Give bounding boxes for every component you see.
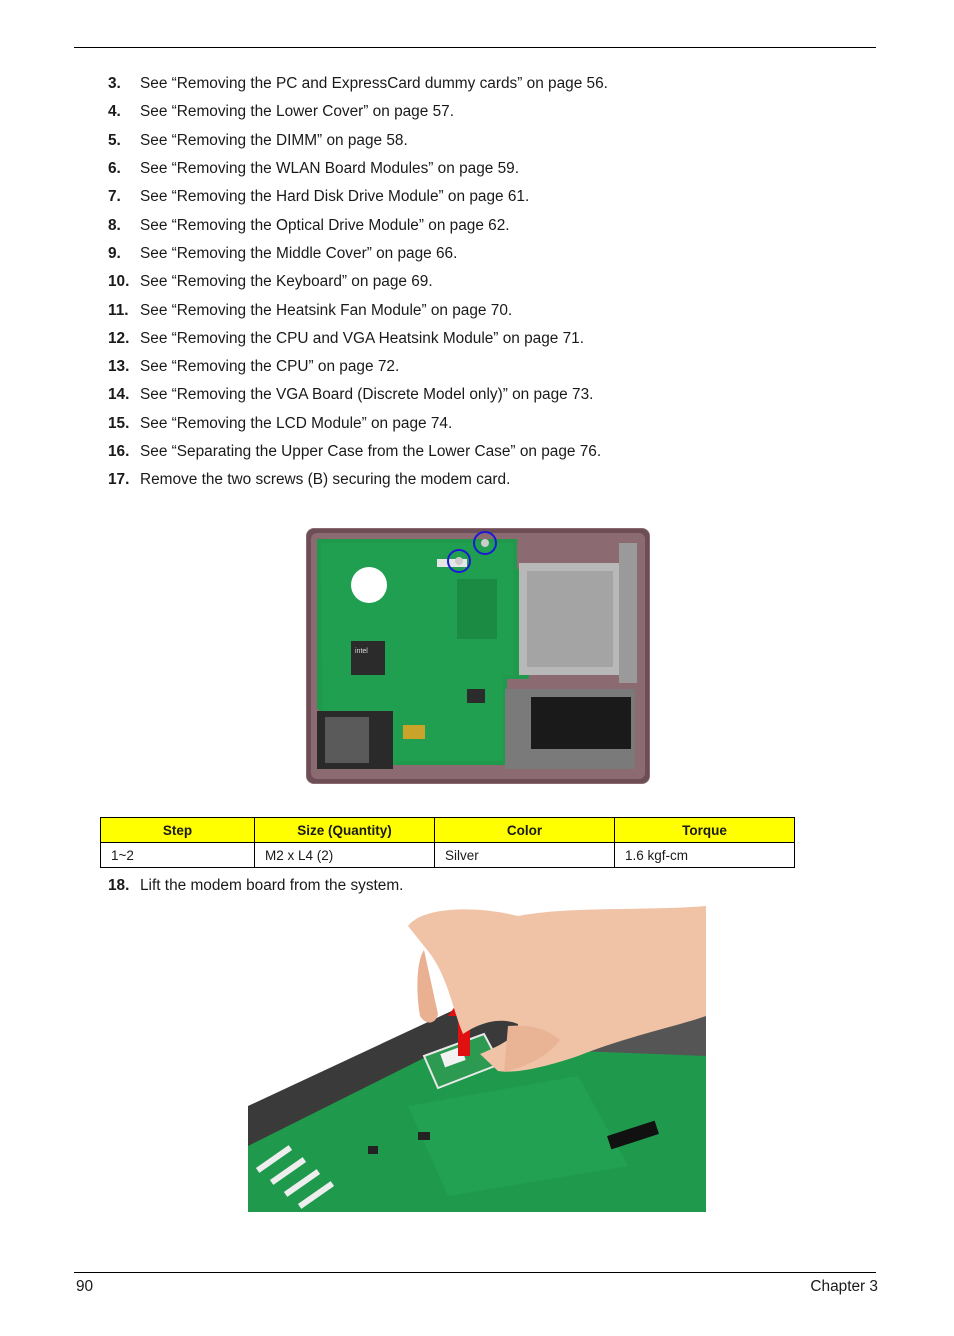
chip-label: intel <box>355 648 368 655</box>
cross-reference-link[interactable]: See “Removing the Heatsink Fan Module” o… <box>140 301 513 319</box>
motherboard-photo: intel <box>306 528 650 784</box>
step-item: 12.See “Removing the CPU and VGA Heatsin… <box>108 329 585 347</box>
step-item: 15.See “Removing the LCD Module” on page… <box>108 414 453 432</box>
modem-lift-photo <box>248 906 706 1212</box>
cross-reference-link[interactable]: See “Removing the Hard Disk Drive Module… <box>140 188 530 206</box>
cross-reference-link[interactable]: See “Removing the WLAN Board Modules” on… <box>140 160 519 178</box>
step-item: 10.See “Removing the Keyboard” on page 6… <box>108 273 433 291</box>
cross-reference-link[interactable]: See “Removing the CPU and VGA Heatsink M… <box>140 329 585 347</box>
step-item: 11.See “Removing the Heatsink Fan Module… <box>108 301 513 319</box>
cross-reference-link[interactable]: See “Removing the LCD Module” on page 74… <box>140 414 453 432</box>
step-item: 8.See “Removing the Optical Drive Module… <box>108 216 510 234</box>
cross-reference-link[interactable]: See “Removing the Middle Cover” on page … <box>140 244 458 262</box>
table-row: 1~2 M2 x L4 (2) Silver 1.6 kgf-cm <box>100 842 795 868</box>
step-item: 3.See “Removing the PC and ExpressCard d… <box>108 75 608 93</box>
cross-reference-link[interactable]: See “Removing the Lower Cover” on page 5… <box>140 103 454 121</box>
step-item-18: 18.Lift the modem board from the system. <box>108 877 404 895</box>
step-item: 16.See “Separating the Upper Case from t… <box>108 443 602 460</box>
chapter-label: Chapter 3 <box>810 1278 878 1295</box>
screw-marker-1 <box>473 531 497 555</box>
cross-reference-link[interactable]: See “Removing the VGA Board (Discrete Mo… <box>140 386 594 404</box>
footer-rule <box>74 1272 876 1273</box>
cross-reference-link[interactable]: See “Removing the PC and ExpressCard dum… <box>140 75 608 93</box>
cross-reference-link[interactable]: See “Removing the Optical Drive Module” … <box>140 216 510 234</box>
screw-spec-table: Step Size (Quantity) Color Torque 1~2 M2… <box>100 817 795 868</box>
step-item: 14.See “Removing the VGA Board (Discrete… <box>108 386 594 404</box>
screw-marker-2 <box>447 549 471 573</box>
page-number: 90 <box>76 1278 94 1295</box>
modem-lift-illustration <box>248 906 706 1212</box>
step-list: 3.See “Removing the PC and ExpressCard d… <box>108 70 828 488</box>
step-item: 5.See “Removing the DIMM” on page 58. <box>108 131 408 149</box>
table-header-row: Step Size (Quantity) Color Torque <box>100 817 795 843</box>
cross-reference-link[interactable]: See “Removing the CPU” on page 72. <box>140 358 400 376</box>
step-item: 9.See “Removing the Middle Cover” on pag… <box>108 244 458 262</box>
step-item: 4.See “Removing the Lower Cover” on page… <box>108 103 454 121</box>
header-rule <box>74 47 876 48</box>
cross-reference-link[interactable]: See “Removing the Keyboard” on page 69. <box>140 273 433 291</box>
cross-reference-link[interactable]: See “Removing the DIMM” on page 58. <box>140 131 408 149</box>
step-item: 6.See “Removing the WLAN Board Modules” … <box>108 160 519 178</box>
cross-reference-link[interactable]: See “Separating the Upper Case from the … <box>140 443 602 460</box>
step-item: 13.See “Removing the CPU” on page 72. <box>108 358 400 376</box>
step-item-17: 17.Remove the two screws (B) securing th… <box>108 471 511 489</box>
step-item: 7.See “Removing the Hard Disk Drive Modu… <box>108 188 530 206</box>
motherboard-illustration: intel <box>307 529 649 783</box>
